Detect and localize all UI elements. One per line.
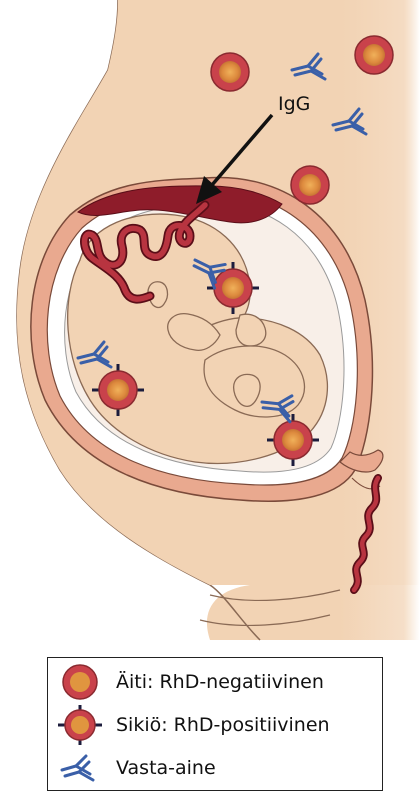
- legend-item-antibody: Vasta-aine: [48, 748, 382, 788]
- legend-item-fetal: Sikiö: RhD-positiivinen: [48, 705, 382, 745]
- legend: Äiti: RhD-negatiivinen Sikiö: RhD-positi…: [47, 657, 383, 791]
- maternal-rbc: [211, 53, 249, 91]
- legend-item-maternal: Äiti: RhD-negatiivinen: [48, 662, 382, 702]
- maternal-rbc: [355, 36, 393, 74]
- antibody-icon: [58, 748, 102, 788]
- maternal-rbc: [291, 166, 329, 204]
- maternal-rbc-icon: [58, 662, 102, 702]
- legend-label: Sikiö: RhD-positiivinen: [116, 714, 330, 736]
- legend-label: Äiti: RhD-negatiivinen: [116, 671, 324, 693]
- fetal-rbc-icon: [58, 705, 102, 745]
- igg-label: IgG: [278, 93, 310, 115]
- legend-label: Vasta-aine: [116, 757, 216, 779]
